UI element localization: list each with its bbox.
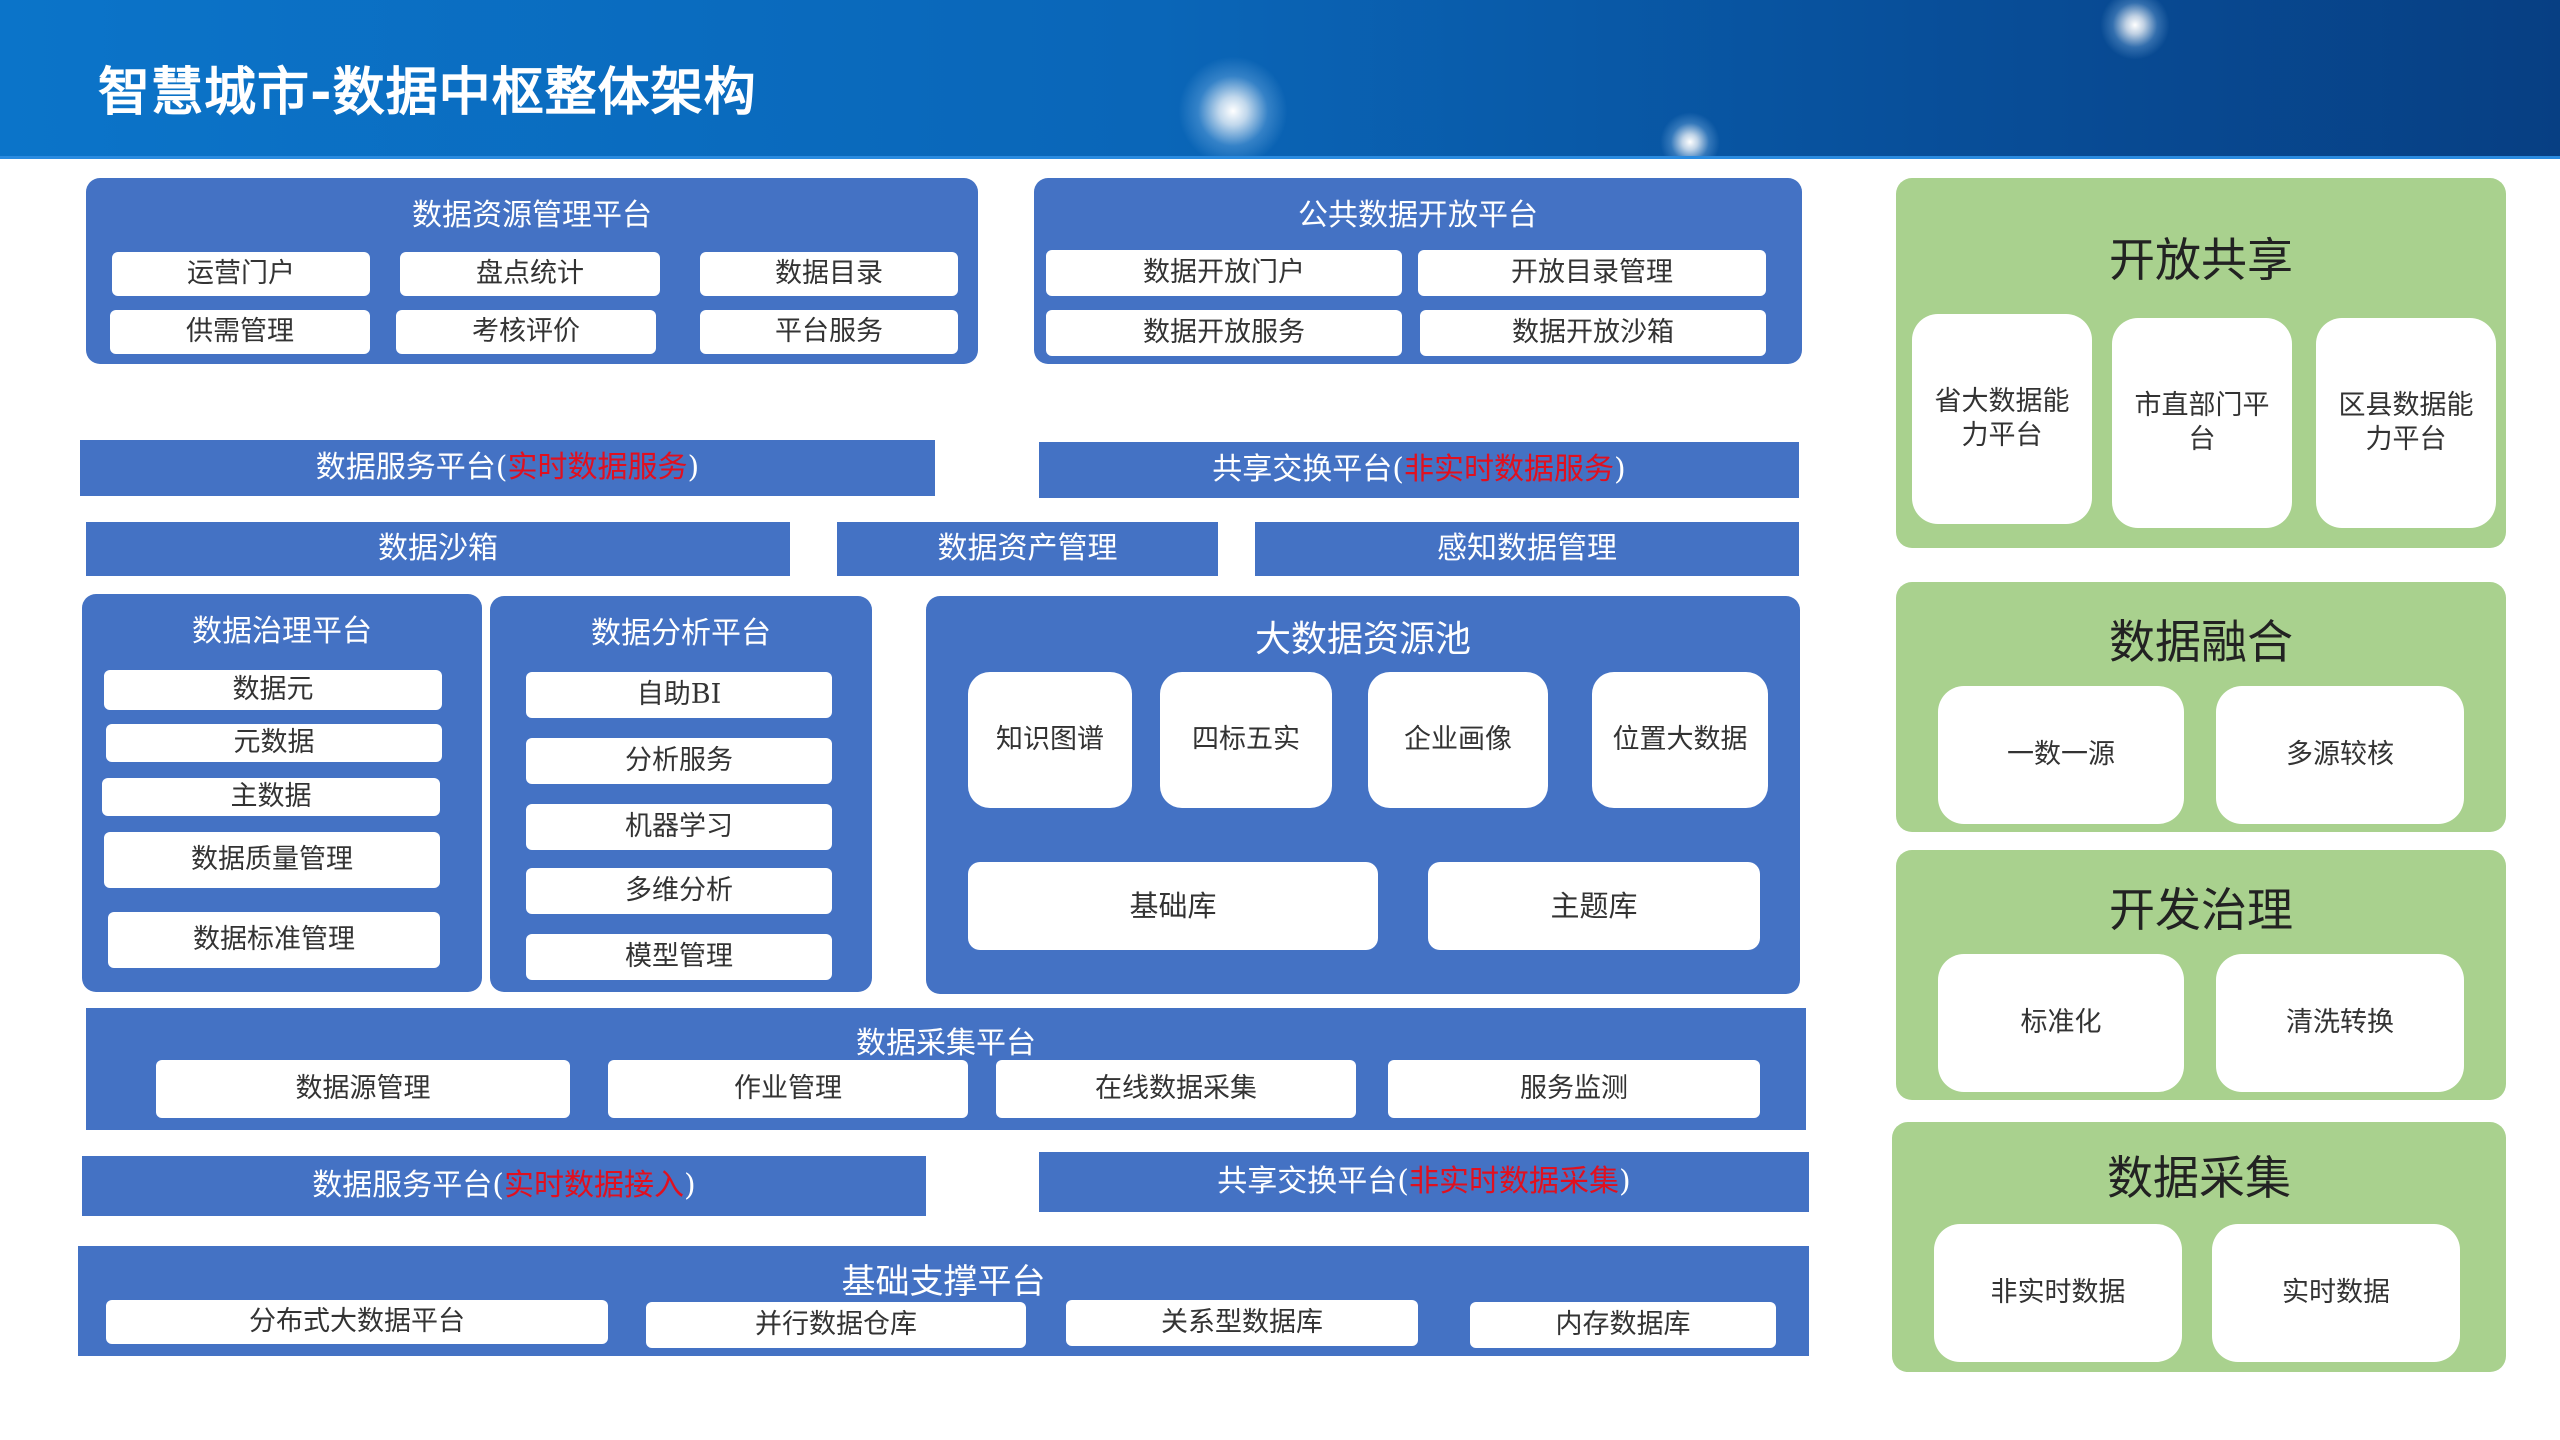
governance-item: 元数据 [106,724,442,762]
infrastructure-item: 分布式大数据平台 [106,1300,608,1344]
open-item: 数据开放沙箱 [1420,310,1766,356]
data-governance-panel: 数据治理平台 数据元 元数据 主数据 数据质量管理 数据标准管理 [82,594,482,992]
analysis-item: 分析服务 [526,738,832,784]
resource-pool-card: 企业画像 [1368,672,1548,808]
resource-management-panel: 数据资源管理平台 运营门户 盘点统计 数据目录 供需管理 考核评价 平台服务 [86,178,978,364]
analysis-item: 自助BI [526,672,832,718]
light-glow-decoration [1178,56,1288,159]
side-collection-card: 非实时数据 [1934,1224,2182,1362]
page-title: 智慧城市-数据中枢整体架构 [98,63,757,123]
data-collection-panel: 数据采集平台 数据源管理 作业管理 在线数据采集 服务监测 [86,1008,1806,1130]
bar-label: 数据服务平台( [315,450,508,485]
light-glow-decoration [2100,0,2170,60]
data-service-platform-bar: 数据服务平台(实时数据服务) [80,440,935,496]
panel-title: 基础支撑平台 [841,1262,1046,1302]
analysis-item: 多维分析 [526,868,832,914]
resource-item: 运营门户 [112,252,370,296]
public-data-open-panel: 公共数据开放平台 数据开放门户 开放目录管理 数据开放服务 数据开放沙箱 [1034,178,1802,364]
shared-exchange-platform-bar: 共享交换平台(非实时数据采集) [1039,1152,1809,1212]
sensing-data-management-bar: 感知数据管理 [1255,522,1799,576]
dev-governance-card: 标准化 [1938,954,2184,1092]
header-divider [0,156,2560,159]
infrastructure-support-panel: 基础支撑平台 分布式大数据平台 并行数据仓库 关系型数据库 内存数据库 [78,1246,1809,1356]
collection-item: 数据源管理 [156,1060,570,1118]
header-banner: 智慧城市-数据中枢整体架构 [0,0,2560,159]
side-panel-title: 数据融合 [2109,615,2293,669]
bar-suffix: ) [684,1168,696,1203]
data-analysis-panel: 数据分析平台 自助BI 分析服务 机器学习 多维分析 模型管理 [490,596,872,992]
side-collection-card: 实时数据 [2212,1224,2460,1362]
data-fusion-panel: 数据融合 一数一源 多源较核 [1896,582,2506,832]
analysis-item: 模型管理 [526,934,832,980]
panel-title: 公共数据开放平台 [1298,198,1538,233]
collection-item: 在线数据采集 [996,1060,1356,1118]
data-asset-management-bar: 数据资产管理 [837,522,1218,576]
open-share-panel: 开放共享 省大数据能力平台 市直部门平台 区县数据能力平台 [1896,178,2506,548]
fusion-card: 一数一源 [1938,686,2184,824]
side-panel-title: 开发治理 [2109,883,2293,937]
resource-pool-card: 四标五实 [1160,672,1332,808]
fusion-card: 多源较核 [2216,686,2464,824]
infrastructure-item: 内存数据库 [1470,1302,1776,1348]
dev-governance-card: 清洗转换 [2216,954,2464,1092]
base-library-card: 基础库 [968,862,1378,950]
collection-item: 服务监测 [1388,1060,1760,1118]
bar-highlight: 非实时数据采集 [1409,1164,1619,1199]
resource-item: 数据目录 [700,252,958,296]
open-share-card: 省大数据能力平台 [1912,314,2092,524]
open-share-card: 市直部门平台 [2112,318,2292,528]
resource-item: 盘点统计 [400,252,660,296]
open-item: 数据开放门户 [1046,250,1402,296]
panel-title: 数据分析平台 [591,616,771,651]
open-share-card: 区县数据能力平台 [2316,318,2496,528]
data-service-platform-bar: 数据服务平台(实时数据接入) [82,1156,926,1216]
data-sandbox-bar: 数据沙箱 [86,522,790,576]
infrastructure-item: 关系型数据库 [1066,1300,1418,1346]
bar-label: 共享交换平台( [1212,452,1404,487]
governance-item: 数据质量管理 [104,832,440,888]
panel-title: 数据治理平台 [192,614,372,649]
side-panel-title: 开放共享 [2109,233,2293,287]
big-data-resource-pool-panel: 大数据资源池 知识图谱 四标五实 企业画像 位置大数据 基础库 主题库 [926,596,1800,994]
collection-item: 作业管理 [608,1060,968,1118]
bar-suffix: ) [1619,1164,1631,1199]
panel-title: 大数据资源池 [1254,619,1471,660]
open-item: 数据开放服务 [1046,310,1402,356]
resource-pool-card: 位置大数据 [1592,672,1768,808]
panel-title: 数据采集平台 [856,1026,1036,1061]
bar-highlight: 实时数据服务 [507,450,688,485]
theme-library-card: 主题库 [1428,862,1760,950]
resource-item: 平台服务 [700,310,958,354]
open-item: 开放目录管理 [1418,250,1766,296]
governance-item: 数据元 [104,670,442,710]
bar-label: 数据服务平台( [312,1168,504,1203]
governance-item: 主数据 [102,778,440,816]
governance-item: 数据标准管理 [108,912,440,968]
light-glow-decoration [1660,112,1720,159]
panel-title: 数据资源管理平台 [412,198,652,233]
bar-highlight: 实时数据接入 [504,1168,684,1203]
resource-item: 考核评价 [396,310,656,354]
analysis-item: 机器学习 [526,804,832,850]
infrastructure-item: 并行数据仓库 [646,1302,1026,1348]
bar-label: 共享交换平台( [1217,1164,1409,1199]
bar-suffix: ) [1614,452,1626,487]
resource-item: 供需管理 [110,310,370,354]
side-panel-title: 数据采集 [2107,1151,2291,1205]
development-governance-panel: 开发治理 标准化 清洗转换 [1896,850,2506,1100]
bar-highlight: 非实时数据服务 [1404,452,1614,487]
shared-exchange-platform-bar: 共享交换平台(非实时数据服务) [1039,442,1799,498]
bar-suffix: ) [687,450,700,485]
resource-pool-card: 知识图谱 [968,672,1132,808]
data-collection-side-panel: 数据采集 非实时数据 实时数据 [1892,1122,2506,1372]
